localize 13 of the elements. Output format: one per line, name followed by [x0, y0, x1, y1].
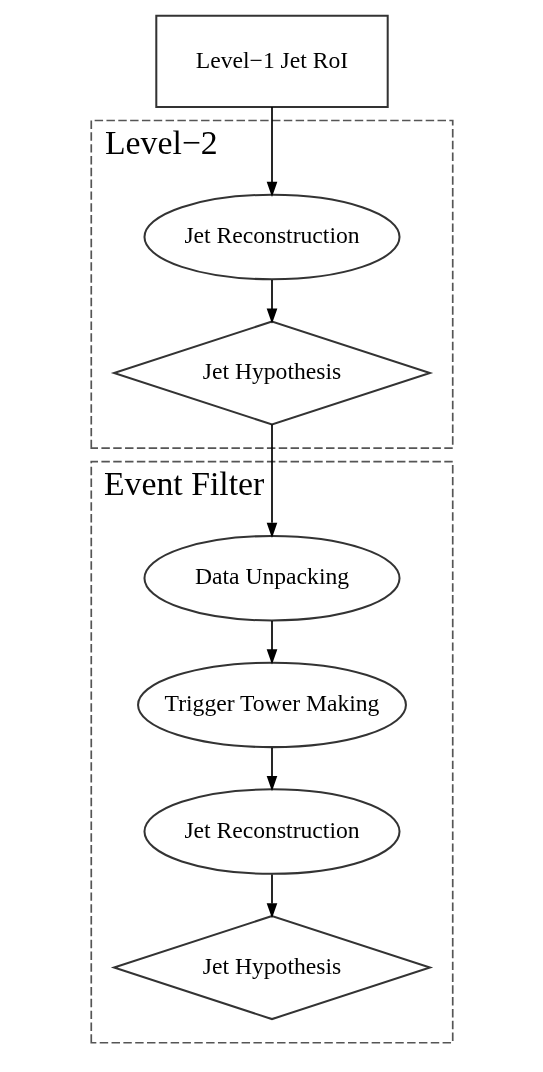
node-box: Level−1 Jet RoI [154, 14, 389, 108]
arrow [266, 620, 277, 665]
node-ellipse: Data Unpacking [142, 535, 401, 622]
arrow [266, 873, 277, 919]
arrow [266, 746, 277, 792]
node-ellipse: Jet Reconstruction [142, 193, 401, 281]
node-diamond: Jet Hypothesis [110, 914, 433, 1021]
node-diamond: Jet Hypothesis [110, 320, 433, 426]
arrow [266, 106, 277, 198]
arrow [266, 423, 277, 538]
node-ellipse: Jet Reconstruction [142, 788, 401, 875]
node-ellipse: Trigger Tower Making [136, 661, 407, 749]
arrow [266, 279, 277, 324]
